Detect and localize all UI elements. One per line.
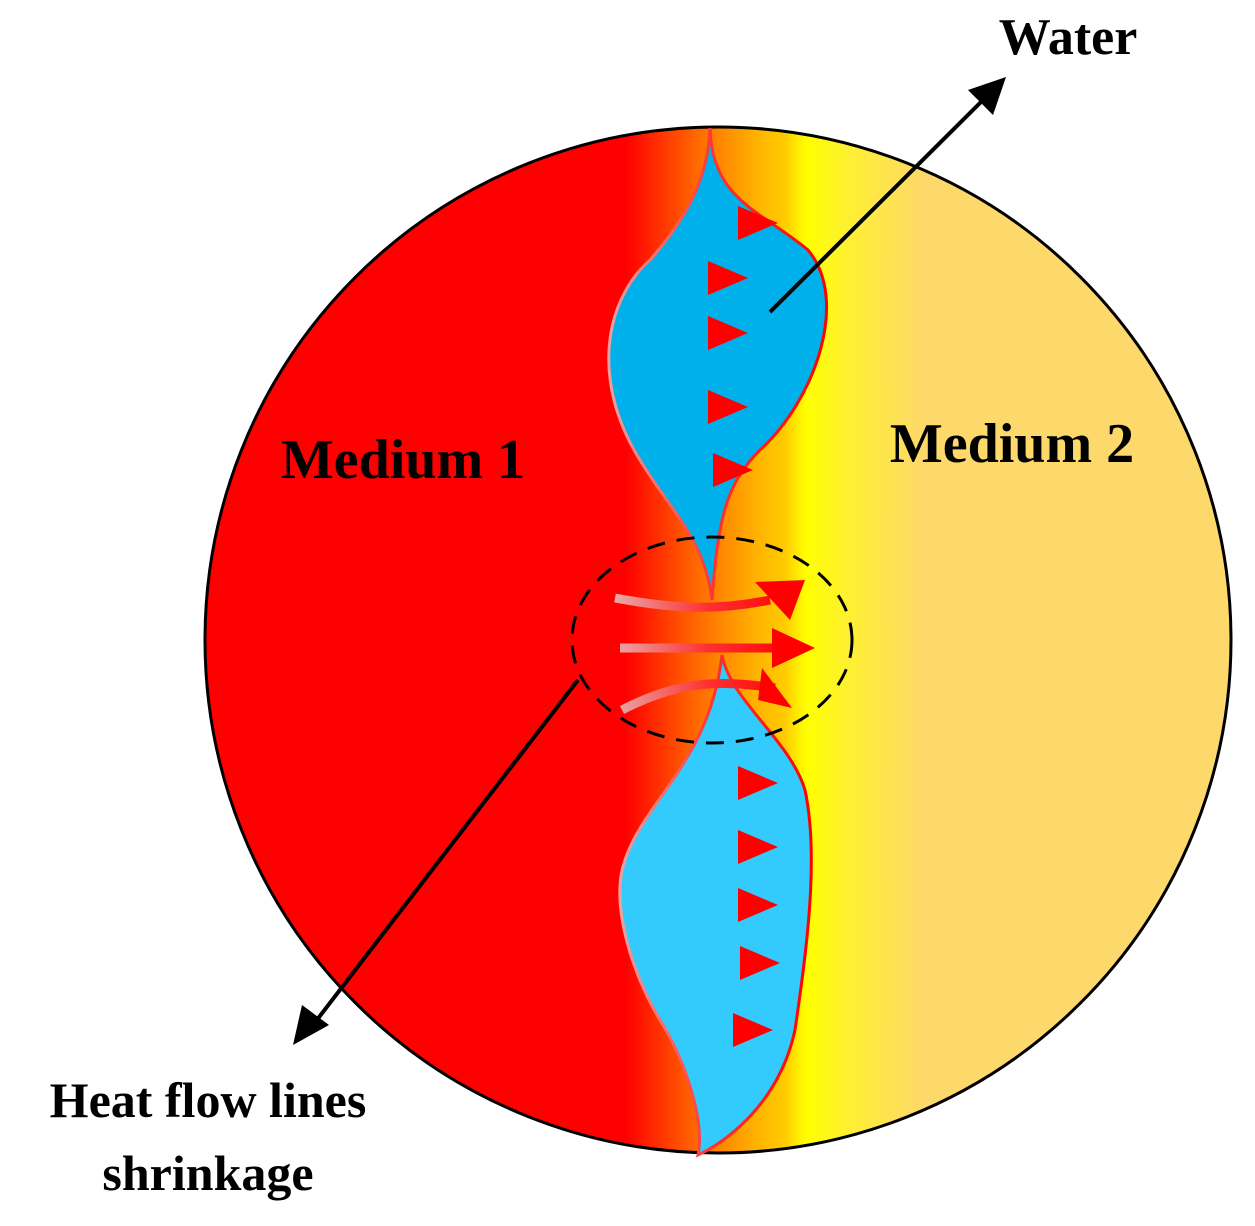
water-pointer xyxy=(768,77,1006,314)
converging-heat-flow xyxy=(614,580,815,714)
media-disk xyxy=(203,125,1233,1155)
heat-flow-label-line1: Heat flow lines xyxy=(50,1072,367,1128)
heat-arrow xyxy=(640,390,748,424)
contact-region-ellipse xyxy=(570,535,854,745)
heat-flow-arrowhead xyxy=(755,580,805,620)
heat-arrow xyxy=(670,206,778,240)
water-label: Water xyxy=(999,9,1138,66)
medium2-label: Medium 2 xyxy=(890,413,1134,475)
heat-arrow xyxy=(645,453,753,487)
heat-arrow xyxy=(640,261,748,295)
heat-arrow xyxy=(640,316,748,350)
heat-arrows-lower xyxy=(665,766,780,1047)
heat-arrow xyxy=(672,946,780,980)
water-upper-lobe xyxy=(607,127,829,601)
heat-arrow xyxy=(670,888,778,922)
heat-arrow xyxy=(670,766,778,800)
heat-arrow xyxy=(665,1013,773,1047)
heat-flow-arrowhead xyxy=(772,628,815,668)
heat-arrow xyxy=(670,830,778,864)
heat-flow-pointer xyxy=(293,678,580,1045)
heat-flow-label-line2: shrinkage xyxy=(102,1145,313,1201)
heat-arrows-upper xyxy=(640,206,778,487)
heat-flow-arrowhead xyxy=(758,668,792,708)
medium1-label: Medium 1 xyxy=(281,429,525,491)
